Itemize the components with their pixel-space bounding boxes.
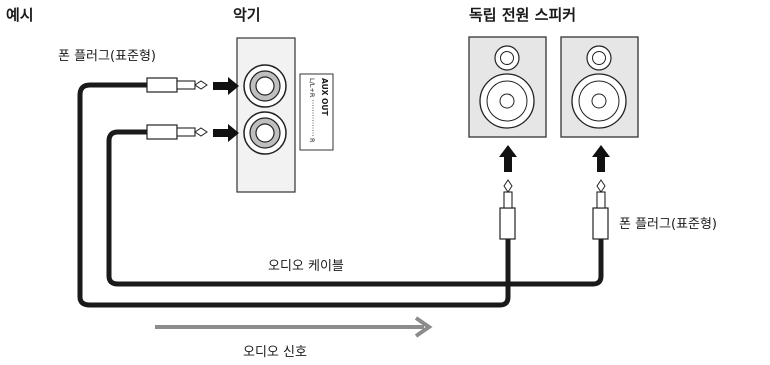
jack-r xyxy=(243,111,287,155)
speakers-heading: 독립 전원 스피커 xyxy=(469,6,576,24)
cable-label: 오디오 케이블 xyxy=(268,259,344,274)
arrow-to-speaker-2 xyxy=(592,145,610,172)
arrow-to-jack-2 xyxy=(213,124,239,142)
instrument-heading: 악기 xyxy=(233,6,261,24)
cable-inner xyxy=(106,129,604,287)
arrow-to-speaker-1 xyxy=(499,145,517,172)
speaker-1 xyxy=(468,36,547,138)
plug-label-top: 폰 플러그(표준형) xyxy=(58,49,156,64)
aux-out-label-box xyxy=(299,73,334,151)
phone-plug-2 xyxy=(146,124,208,140)
plug-label-right: 폰 플러그(표준형) xyxy=(619,217,717,232)
example-heading: 예시 xyxy=(6,6,34,24)
signal-arrow xyxy=(155,316,433,338)
speaker-2 xyxy=(560,36,639,138)
cable-outer xyxy=(77,82,511,308)
signal-label: 오디오 신호 xyxy=(243,345,307,360)
phone-plug-3 xyxy=(499,179,516,240)
phone-plug-4 xyxy=(592,179,609,240)
jack-l-lr xyxy=(243,64,287,108)
r-label: R xyxy=(308,138,316,143)
phone-plug-1 xyxy=(146,77,208,93)
aux-out-label: AUX OUT xyxy=(320,78,329,117)
arrow-to-jack-1 xyxy=(213,77,239,95)
l-lr-label: L/L+R xyxy=(308,78,316,98)
